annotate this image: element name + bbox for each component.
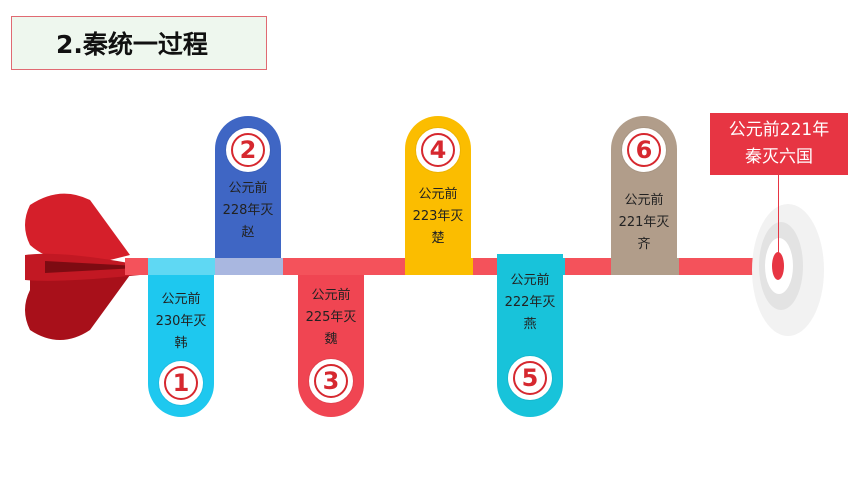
event-5-line2: 222年灭: [504, 295, 556, 310]
event-badge-2: 2: [226, 128, 270, 172]
timeline-segment-1: [148, 258, 215, 275]
event-card-1: 公元前 230年灭 韩 1: [148, 275, 214, 417]
event-6-line2: 221年灭: [618, 215, 670, 230]
page-title: 2.秦统一过程: [11, 16, 267, 70]
event-4-line2: 223年灭: [412, 209, 464, 224]
event-badge-5: 5: [508, 356, 552, 400]
event-number-4: 4: [429, 136, 447, 164]
event-text-2: 公元前 228年灭 赵: [219, 178, 277, 244]
event-6-line3: 齐: [637, 237, 651, 252]
event-2-line3: 赵: [241, 225, 255, 240]
final-event-line1: 公元前221年: [728, 120, 830, 140]
event-card-6: 6 公元前 221年灭 齐: [611, 116, 677, 275]
event-4-line3: 楚: [431, 231, 445, 246]
event-5-line1: 公元前: [510, 273, 550, 288]
event-text-5: 公元前 222年灭 燕: [501, 270, 559, 336]
event-number-1: 1: [172, 369, 190, 397]
event-card-3: 公元前 225年灭 魏 3: [298, 275, 364, 417]
timeline-segment-2: [215, 258, 283, 275]
event-3-line1: 公元前: [311, 288, 351, 303]
final-event-box: 公元前221年 秦灭六国: [710, 113, 848, 175]
event-number-5: 5: [521, 364, 539, 392]
event-1-line2: 230年灭: [155, 314, 207, 329]
event-card-2: 2 公元前 228年灭 赵: [215, 116, 281, 258]
event-card-5: 公元前 222年灭 燕 5: [497, 254, 563, 417]
final-pointer-line: [778, 175, 779, 263]
event-badge-6: 6: [622, 128, 666, 172]
dart-tail-icon: [25, 193, 155, 340]
timeline-segment-4: [405, 258, 473, 275]
page-title-text: 2.秦统一过程: [56, 30, 208, 59]
event-text-1: 公元前 230年灭 韩: [152, 289, 210, 355]
event-text-3: 公元前 225年灭 魏: [302, 285, 360, 351]
event-text-6: 公元前 221年灭 齐: [615, 190, 673, 256]
target-icon: [752, 204, 824, 336]
event-1-line1: 公元前: [161, 292, 201, 307]
event-number-3: 3: [322, 367, 340, 395]
final-event-line2: 秦灭六国: [745, 147, 813, 167]
event-number-2: 2: [239, 136, 257, 164]
event-6-line1: 公元前: [624, 193, 664, 208]
event-4-line1: 公元前: [418, 187, 458, 202]
event-badge-4: 4: [416, 128, 460, 172]
event-3-line2: 225年灭: [305, 310, 357, 325]
event-1-line3: 韩: [174, 336, 188, 351]
event-text-4: 公元前 223年灭 楚: [409, 184, 467, 250]
event-badge-1: 1: [159, 361, 203, 405]
event-2-line1: 公元前: [228, 181, 268, 196]
event-2-line2: 228年灭: [222, 203, 274, 218]
event-3-line3: 魏: [324, 332, 338, 347]
event-card-4: 4 公元前 223年灭 楚: [405, 116, 471, 258]
event-number-6: 6: [635, 136, 653, 164]
event-5-line3: 燕: [523, 317, 537, 332]
event-badge-3: 3: [309, 359, 353, 403]
